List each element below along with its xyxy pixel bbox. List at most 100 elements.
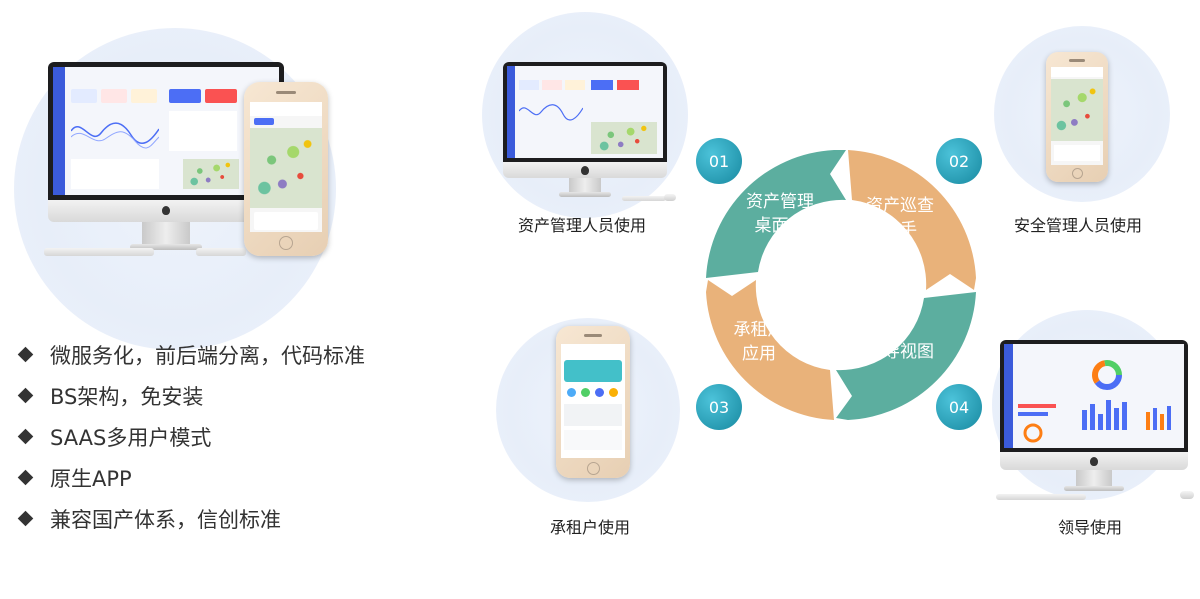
cycle-segment-desktop: [706, 150, 846, 278]
phone-screen: [250, 102, 322, 232]
stat-card: [565, 80, 585, 90]
phone-speaker: [276, 91, 296, 94]
hbar: [1018, 404, 1056, 408]
bar-chart: [1082, 400, 1127, 430]
stat-card: [542, 80, 562, 90]
line-chart: [519, 104, 583, 121]
phone-screen: [561, 344, 625, 458]
stat-card: [101, 89, 127, 103]
monitor-stand: [569, 178, 601, 194]
summary-card: [564, 430, 622, 450]
phone-info-card: [254, 212, 318, 230]
feature-text: 微服务化，前后端分离，代码标准: [50, 343, 365, 368]
cycle-label-line: 应用: [742, 344, 776, 364]
notice-list: [564, 404, 622, 426]
phone-home-button: [279, 236, 293, 250]
cycle-label-line: 领导视图: [866, 342, 934, 362]
line-chart: [71, 122, 159, 149]
monitor-foot: [1064, 486, 1124, 491]
donut-chart: [1092, 360, 1122, 390]
apple-logo-icon: [581, 166, 589, 175]
panel: [169, 111, 237, 151]
map-thumb: [591, 122, 657, 154]
step-number-01: 01: [696, 138, 742, 184]
action-card: [205, 89, 237, 103]
phone-map: [1051, 79, 1103, 141]
caption-asset-managers: 资产管理人员使用: [518, 216, 647, 235]
bar-chart-secondary: [1146, 406, 1171, 430]
cycle-label-leader: 领导视图: [852, 340, 948, 364]
shortcut-icon: [567, 388, 576, 397]
monitor-foot: [130, 244, 202, 250]
feature-item: 兼容国产体系，信创标准: [16, 498, 365, 539]
side-nav: [507, 66, 515, 158]
monitor-screen: [507, 66, 663, 158]
diamond-bullet-icon: [17, 346, 34, 363]
phone-speaker: [1069, 59, 1085, 62]
step-number-04: 04: [936, 384, 982, 430]
phone-large: [244, 82, 328, 256]
mouse: [664, 194, 676, 201]
apple-logo-icon: [162, 206, 170, 215]
diamond-bullet-icon: [17, 510, 34, 527]
cycle-segment-leader: [836, 292, 976, 420]
caption-security-managers: 安全管理人员使用: [1014, 216, 1143, 235]
mouse: [1180, 491, 1194, 499]
phone-screen: [1051, 67, 1103, 165]
action-card: [617, 80, 639, 90]
phone-02: [1046, 52, 1108, 182]
cycle-label-line: 承租户: [733, 320, 785, 340]
feature-item: BS架构，免安装: [16, 375, 365, 416]
feature-item: 微服务化，前后端分离，代码标准: [16, 334, 365, 375]
keyboard: [996, 494, 1086, 500]
phone-03: [556, 326, 630, 478]
monitor-screen: [1004, 344, 1184, 448]
cycle-label-line: 桌面端: [754, 216, 806, 236]
ring-chart: [1023, 423, 1043, 443]
phone-banner: [564, 360, 622, 382]
action-card: [591, 80, 613, 90]
phone-header: [1051, 67, 1103, 77]
cycle-label-line: 资产管理: [746, 192, 814, 212]
feature-text: 兼容国产体系，信创标准: [50, 507, 281, 532]
map-thumb: [183, 159, 239, 189]
caption-leaders: 领导使用: [1058, 518, 1123, 537]
step-number-03: 03: [696, 384, 742, 430]
desktop-monitor-04: [1000, 340, 1188, 500]
phone-info-card: [1054, 145, 1100, 161]
feature-item: SAAS多用户模式: [16, 416, 365, 457]
phone-home-button: [587, 462, 600, 475]
shortcut-icon: [609, 388, 618, 397]
panel: [71, 159, 159, 189]
feature-item: 原生APP: [16, 457, 365, 498]
cycle-label-patrol: 资产巡查 助手: [852, 194, 948, 242]
diamond-bullet-icon: [17, 387, 34, 404]
step-number-02: 02: [936, 138, 982, 184]
monitor-stand: [1076, 470, 1112, 488]
keyboard: [622, 196, 666, 201]
stat-card: [519, 80, 539, 90]
apple-logo-icon: [1090, 457, 1098, 466]
stat-card: [131, 89, 157, 103]
phone-header: [250, 102, 322, 116]
feature-text: SAAS多用户模式: [50, 425, 212, 450]
keyboard: [44, 248, 154, 256]
monitor-foot: [559, 192, 611, 197]
side-nav: [53, 67, 65, 195]
monitor-stand: [142, 222, 190, 246]
diamond-bullet-icon: [17, 428, 34, 445]
feature-text: BS架构，免安装: [50, 384, 204, 409]
cycle-segment-patrol: [848, 150, 976, 290]
stat-card: [71, 89, 97, 103]
cycle-diagram: [706, 150, 976, 420]
phone-tab: [254, 118, 274, 125]
cycle-label-desktop: 资产管理 桌面端: [730, 190, 830, 238]
cycle-label-line: 助手: [883, 220, 917, 240]
cycle-label-line: 资产巡查: [866, 196, 934, 216]
cycle-segment-tenant: [706, 280, 834, 420]
feature-text: 原生APP: [50, 466, 132, 491]
hbar: [1018, 412, 1048, 416]
shortcut-icon: [595, 388, 604, 397]
keyboard-right: [196, 248, 246, 256]
monitor-screen: [53, 67, 279, 195]
